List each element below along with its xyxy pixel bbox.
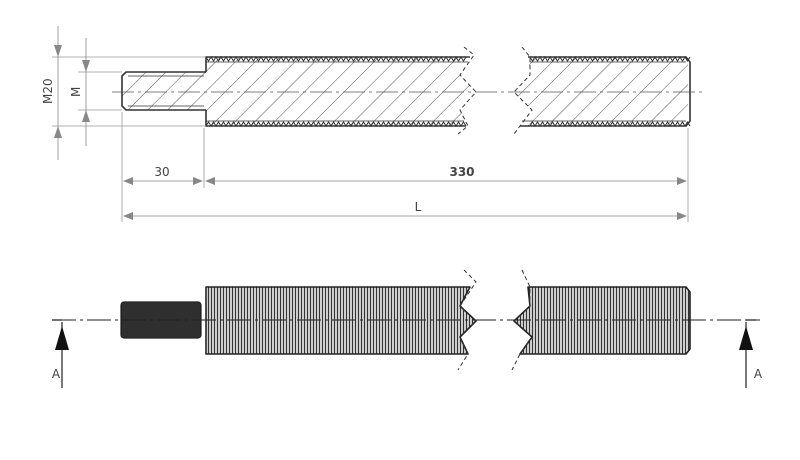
rod-right-outline	[520, 56, 691, 127]
rod-right-exterior	[513, 286, 691, 355]
exterior-view: A A	[52, 269, 763, 388]
dim-m20-label: M20	[41, 78, 55, 104]
thread-serration-top	[205, 56, 691, 127]
hatching-right	[514, 57, 688, 126]
section-marker-right: A	[739, 319, 763, 388]
dim-l-label: L	[415, 200, 422, 214]
dim-m-label: M	[69, 87, 83, 97]
sectional-view	[112, 46, 706, 135]
stud-outline	[121, 71, 206, 111]
dim-30-label: 30	[154, 165, 169, 179]
dimensions: M20 M 30 330 L	[41, 26, 689, 222]
break-line-bottom-right	[511, 269, 533, 371]
break-line-bottom-left	[457, 269, 477, 371]
section-label-right: A	[754, 367, 763, 381]
section-marker-left: A	[52, 319, 69, 388]
dim-330-label: 330	[449, 165, 474, 179]
section-label-left: A	[52, 367, 61, 381]
